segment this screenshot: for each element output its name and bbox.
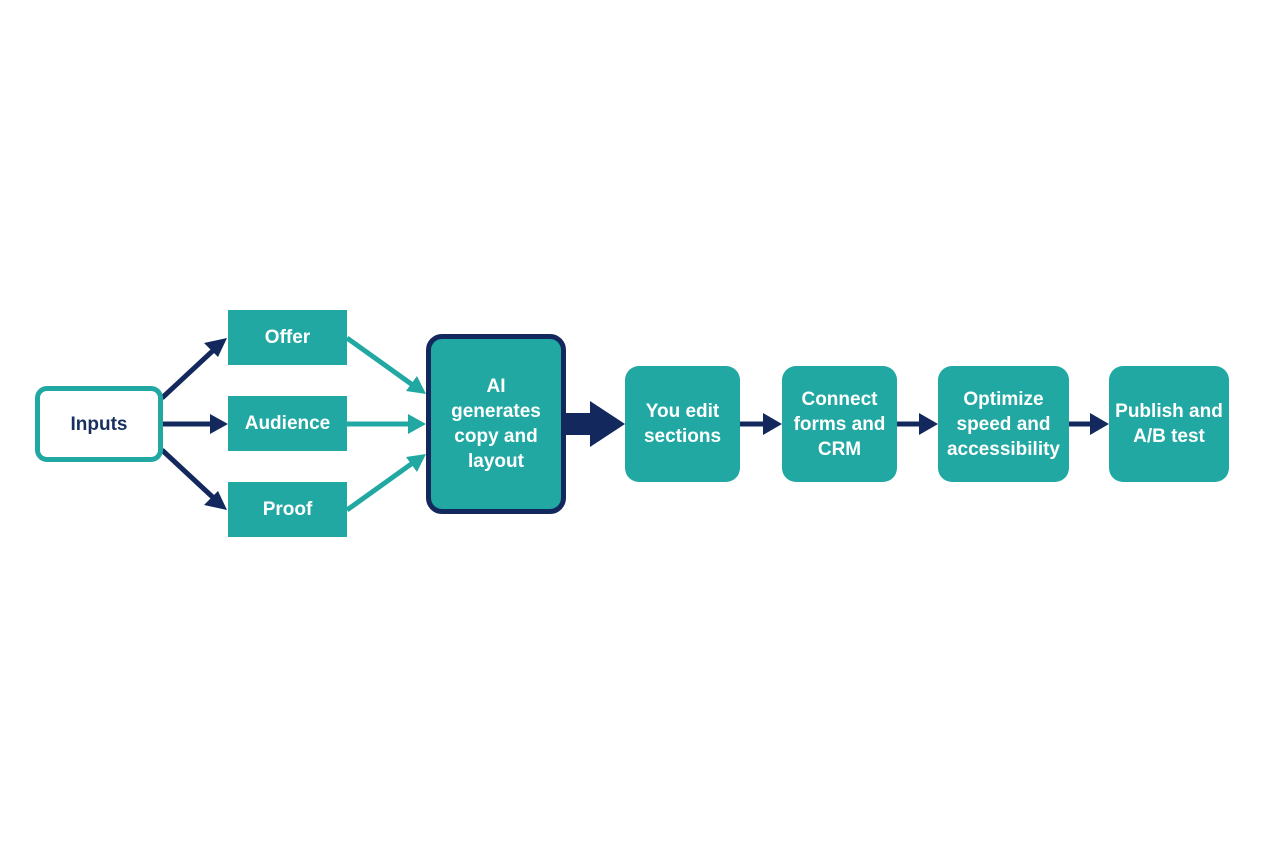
- arrowhead-ai-edit: [590, 401, 625, 447]
- node-inputs: Inputs: [35, 386, 163, 462]
- arrowhead-connect-optimize: [919, 413, 938, 435]
- arrowhead-optimize-publish: [1090, 413, 1109, 435]
- arrowhead-audience-ai: [408, 414, 426, 434]
- edge-offer-ai: [345, 335, 416, 389]
- node-ai-generates: AI generates copy and layout: [426, 334, 566, 514]
- edge-inputs-proof: [160, 448, 221, 505]
- arrowhead-proof-ai: [406, 454, 426, 472]
- node-audience: Audience: [228, 396, 347, 451]
- edge-proof-ai: [345, 459, 416, 513]
- node-connect-forms-crm: Connect forms and CRM: [782, 366, 897, 482]
- arrowhead-edit-connect: [763, 413, 782, 435]
- arrowhead-inputs-audience: [210, 414, 228, 434]
- edge-inputs-offer: [160, 343, 221, 400]
- arrowhead-inputs-proof: [204, 491, 227, 510]
- node-optimize: Optimize speed and accessibility: [938, 366, 1069, 482]
- node-proof: Proof: [228, 482, 347, 537]
- edge-ai-edit: [563, 413, 593, 435]
- node-publish-ab-test: Publish and A/B test: [1109, 366, 1229, 482]
- arrowhead-offer-ai: [406, 376, 426, 394]
- arrowhead-inputs-offer: [204, 338, 227, 357]
- node-you-edit-sections: You edit sections: [625, 366, 740, 482]
- node-offer: Offer: [228, 310, 347, 365]
